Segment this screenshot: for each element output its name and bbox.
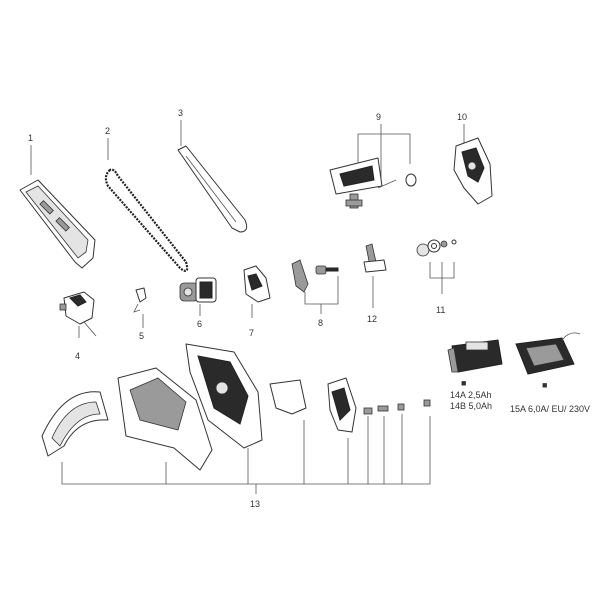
part-3-guide-bar: 3 (177, 108, 248, 233)
part-1-bar-cover: 1 (19, 133, 96, 269)
callout-5: 5 (139, 331, 144, 341)
callout-9: 9 (376, 112, 381, 122)
callout-2: 2 (105, 126, 110, 136)
charger-bullet: ■ (542, 380, 547, 390)
callout-10: 10 (457, 112, 467, 122)
part-14-battery: ■ 14A 2,5Ah 14B 5,0Ah (447, 339, 503, 411)
part-15-charger: ■ 15A 6,0A/ EU/ 230V (510, 332, 590, 414)
part-11-sprocket-set: 11 (416, 239, 457, 315)
callout-8: 8 (318, 318, 323, 328)
callout-12: 12 (367, 314, 377, 324)
part-13-housing-assembly: 13 (41, 343, 431, 509)
part-5-clip: 5 (133, 287, 147, 341)
callout-13: 13 (250, 499, 260, 509)
callout-11: 11 (436, 305, 445, 315)
part-10-side-cover: 10 (453, 112, 493, 205)
part-2-saw-chain: 2 (104, 126, 189, 272)
battery-option-1: 14A 2,5Ah (450, 390, 492, 400)
battery-option-2: 14B 5,0Ah (450, 401, 492, 411)
part-12-tension-knob: 12 (363, 243, 387, 324)
charger-option-1: 15A 6,0A/ EU/ 230V (510, 404, 590, 414)
part-4-latch-module: 4 (59, 291, 97, 361)
callout-1: 1 (28, 133, 33, 143)
part-6-motor: 6 (179, 277, 217, 329)
part-8-tensioner: 8 (291, 259, 339, 328)
callout-7: 7 (249, 328, 254, 338)
battery-bullet: ■ (461, 378, 466, 388)
callout-6: 6 (197, 319, 202, 329)
callout-4: 4 (75, 351, 80, 361)
part-7-trigger: 7 (243, 265, 271, 338)
callout-3: 3 (178, 108, 183, 118)
part-9-front-assembly: 9 (329, 112, 417, 209)
